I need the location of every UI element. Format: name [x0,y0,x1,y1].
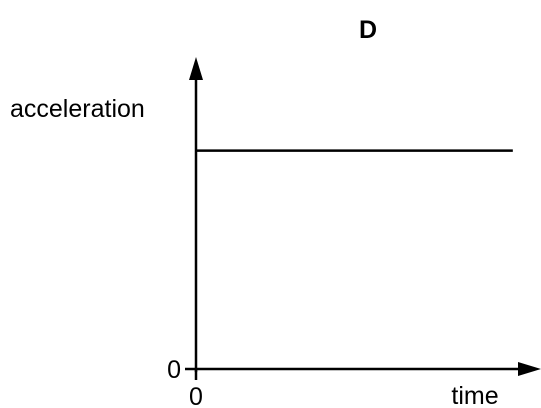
x-axis-label: time [451,382,498,408]
x-axis-arrowhead [518,362,541,376]
x-tick-label-0: 0 [189,383,203,408]
y-axis-label: acceleration [10,95,145,123]
y-tick-label-0: 0 [167,356,181,384]
y-axis-arrowhead [189,57,203,80]
chart-title: D [359,16,377,44]
